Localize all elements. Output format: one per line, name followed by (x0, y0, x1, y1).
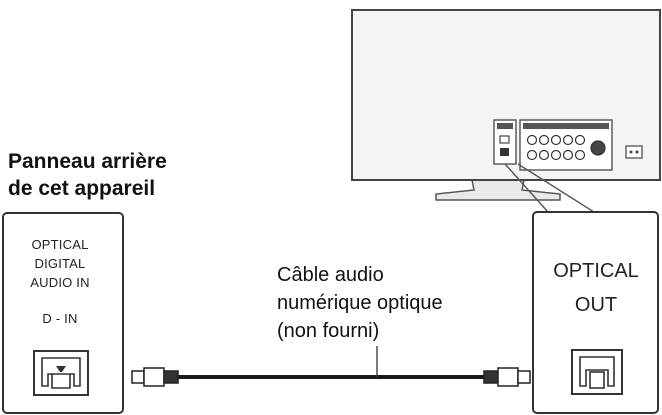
optical-in-label-line-3: AUDIO IN (30, 275, 90, 290)
heading-line-2: de cet appareil (8, 177, 156, 200)
tv-optical-hole (499, 135, 510, 144)
tv-terminal-block-header (523, 123, 609, 129)
tv-av-jacks (526, 134, 606, 161)
tv-side-port (625, 145, 643, 159)
optical-out-label-line-2: OUT (574, 294, 618, 316)
optical-in-port-icon (33, 350, 89, 396)
optical-plug-right-icon (483, 367, 531, 387)
tv-terminal-label-plate (497, 123, 513, 129)
cable-label-line-2: numérique optique (277, 292, 443, 314)
optical-in-label-line-2: DIGITAL (34, 256, 86, 271)
optical-in-label-line-1: OPTICAL (31, 237, 89, 252)
optical-out-port-icon (571, 349, 623, 395)
d-in-label: D - IN (42, 311, 78, 326)
device-panel-heading: Panneau arrière de cet appareil (8, 148, 167, 202)
tv-rear-icon (351, 9, 661, 201)
cable-label-line-1: Câble audio (277, 264, 384, 286)
tv-optical-out-panel (532, 211, 659, 414)
tv-port-small (500, 148, 509, 156)
cable-label-line-3: (non fourni) (277, 320, 380, 342)
heading-line-1: Panneau arrière (8, 150, 167, 173)
cable-label: Câble audio numérique optique (non fourn… (277, 261, 443, 345)
optical-plug-left-icon (131, 367, 179, 387)
optical-out-label-line-1: OPTICAL (553, 260, 639, 282)
